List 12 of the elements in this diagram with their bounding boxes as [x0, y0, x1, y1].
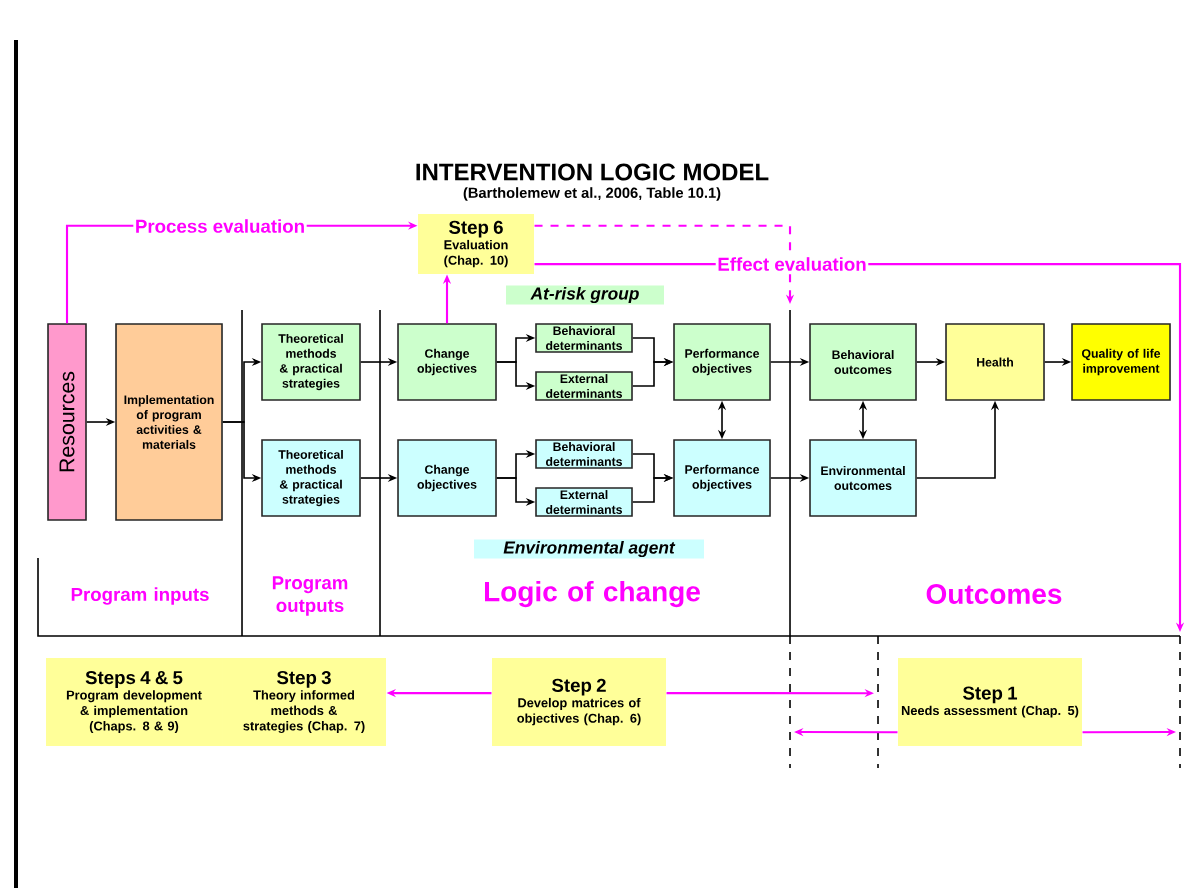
section-label: Outcomes [926, 584, 1062, 604]
section-label: Program inputs [71, 587, 209, 605]
node-label: Step 3 [277, 670, 331, 688]
section-label: Program outputs [272, 576, 348, 616]
edge-label: Process evaluation [133, 217, 307, 235]
node-label: Steps 4 & 5 [85, 670, 183, 688]
resource-box: Resources [47, 323, 87, 521]
title: INTERVENTION LOGIC MODEL [416, 163, 769, 181]
group-label: At-risk group [506, 285, 664, 305]
section-label: Logic of change [485, 580, 700, 608]
group-label: Environmental agent [474, 539, 704, 559]
edge-label: Effect evaluation [715, 255, 869, 273]
